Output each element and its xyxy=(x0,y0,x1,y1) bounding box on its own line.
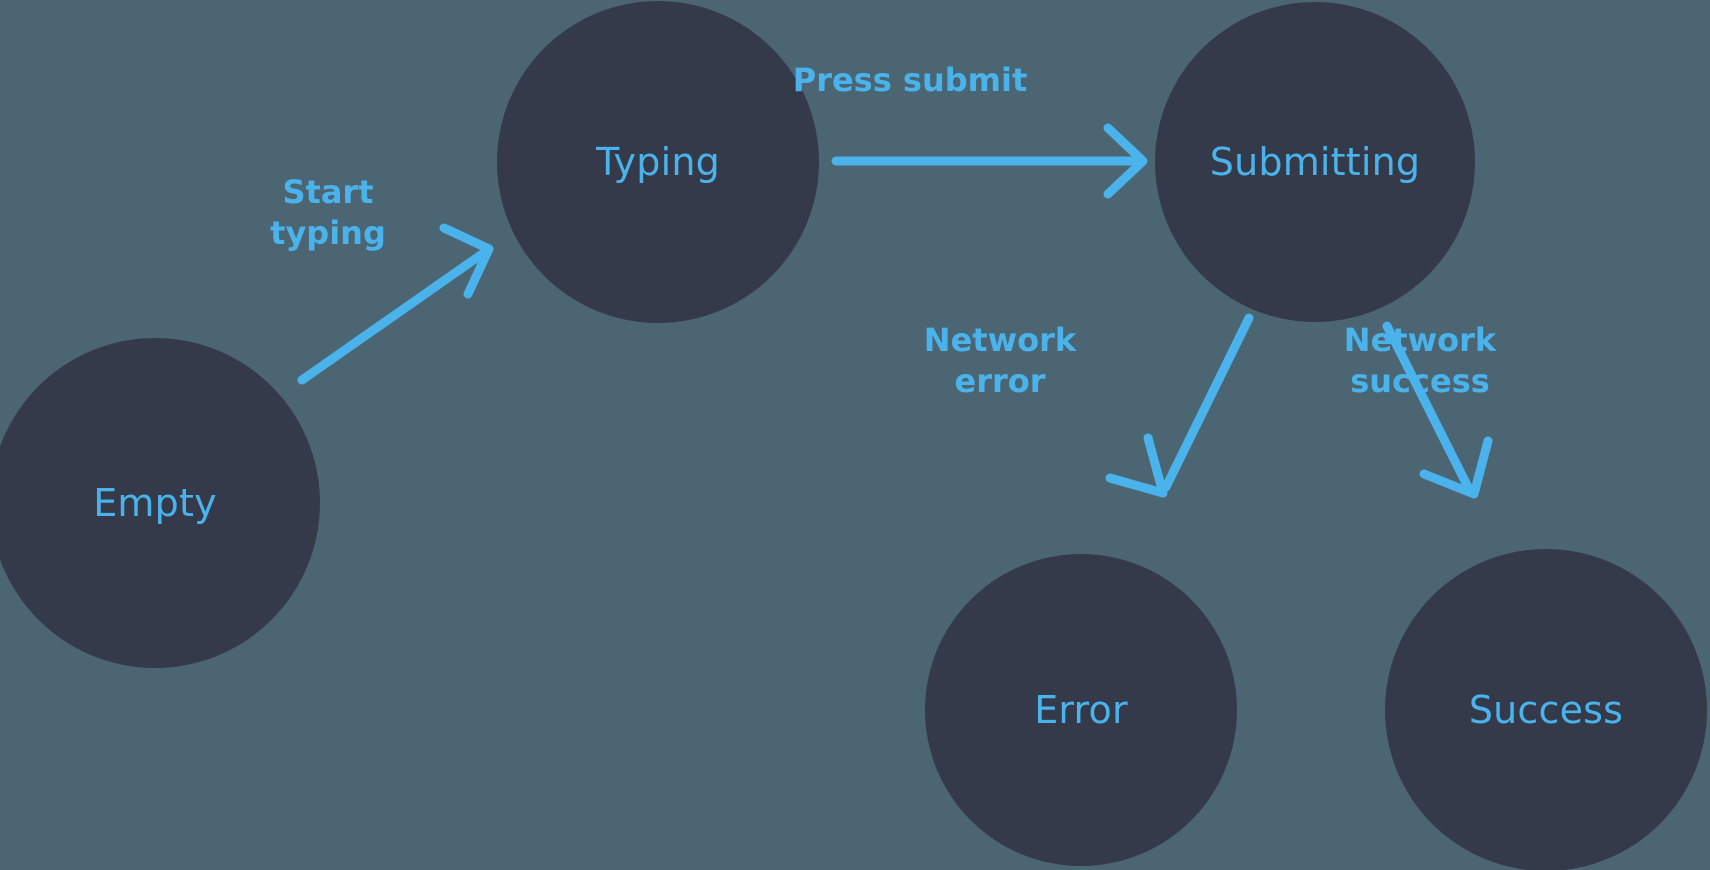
state-node-label: Typing xyxy=(596,140,720,184)
transition-label-network-error: Network error xyxy=(923,321,1077,400)
state-node-success[interactable]: Success xyxy=(1385,549,1707,870)
state-node-label: Success xyxy=(1468,688,1624,732)
state-node-label: Submitting xyxy=(1209,140,1421,184)
transition-label-start-typing: Start typing xyxy=(270,173,386,252)
state-node-label: Empty xyxy=(93,481,217,525)
state-node-empty[interactable]: Empty xyxy=(0,338,320,668)
transition-label-press-submit: Press submit xyxy=(792,61,1028,99)
state-node-submitting[interactable]: Submitting xyxy=(1155,2,1475,322)
state-node-label: Error xyxy=(1034,688,1128,732)
state-node-typing[interactable]: Typing xyxy=(497,1,819,323)
transition-label-network-success: Network success xyxy=(1343,321,1497,400)
state-node-error[interactable]: Error xyxy=(925,554,1237,866)
